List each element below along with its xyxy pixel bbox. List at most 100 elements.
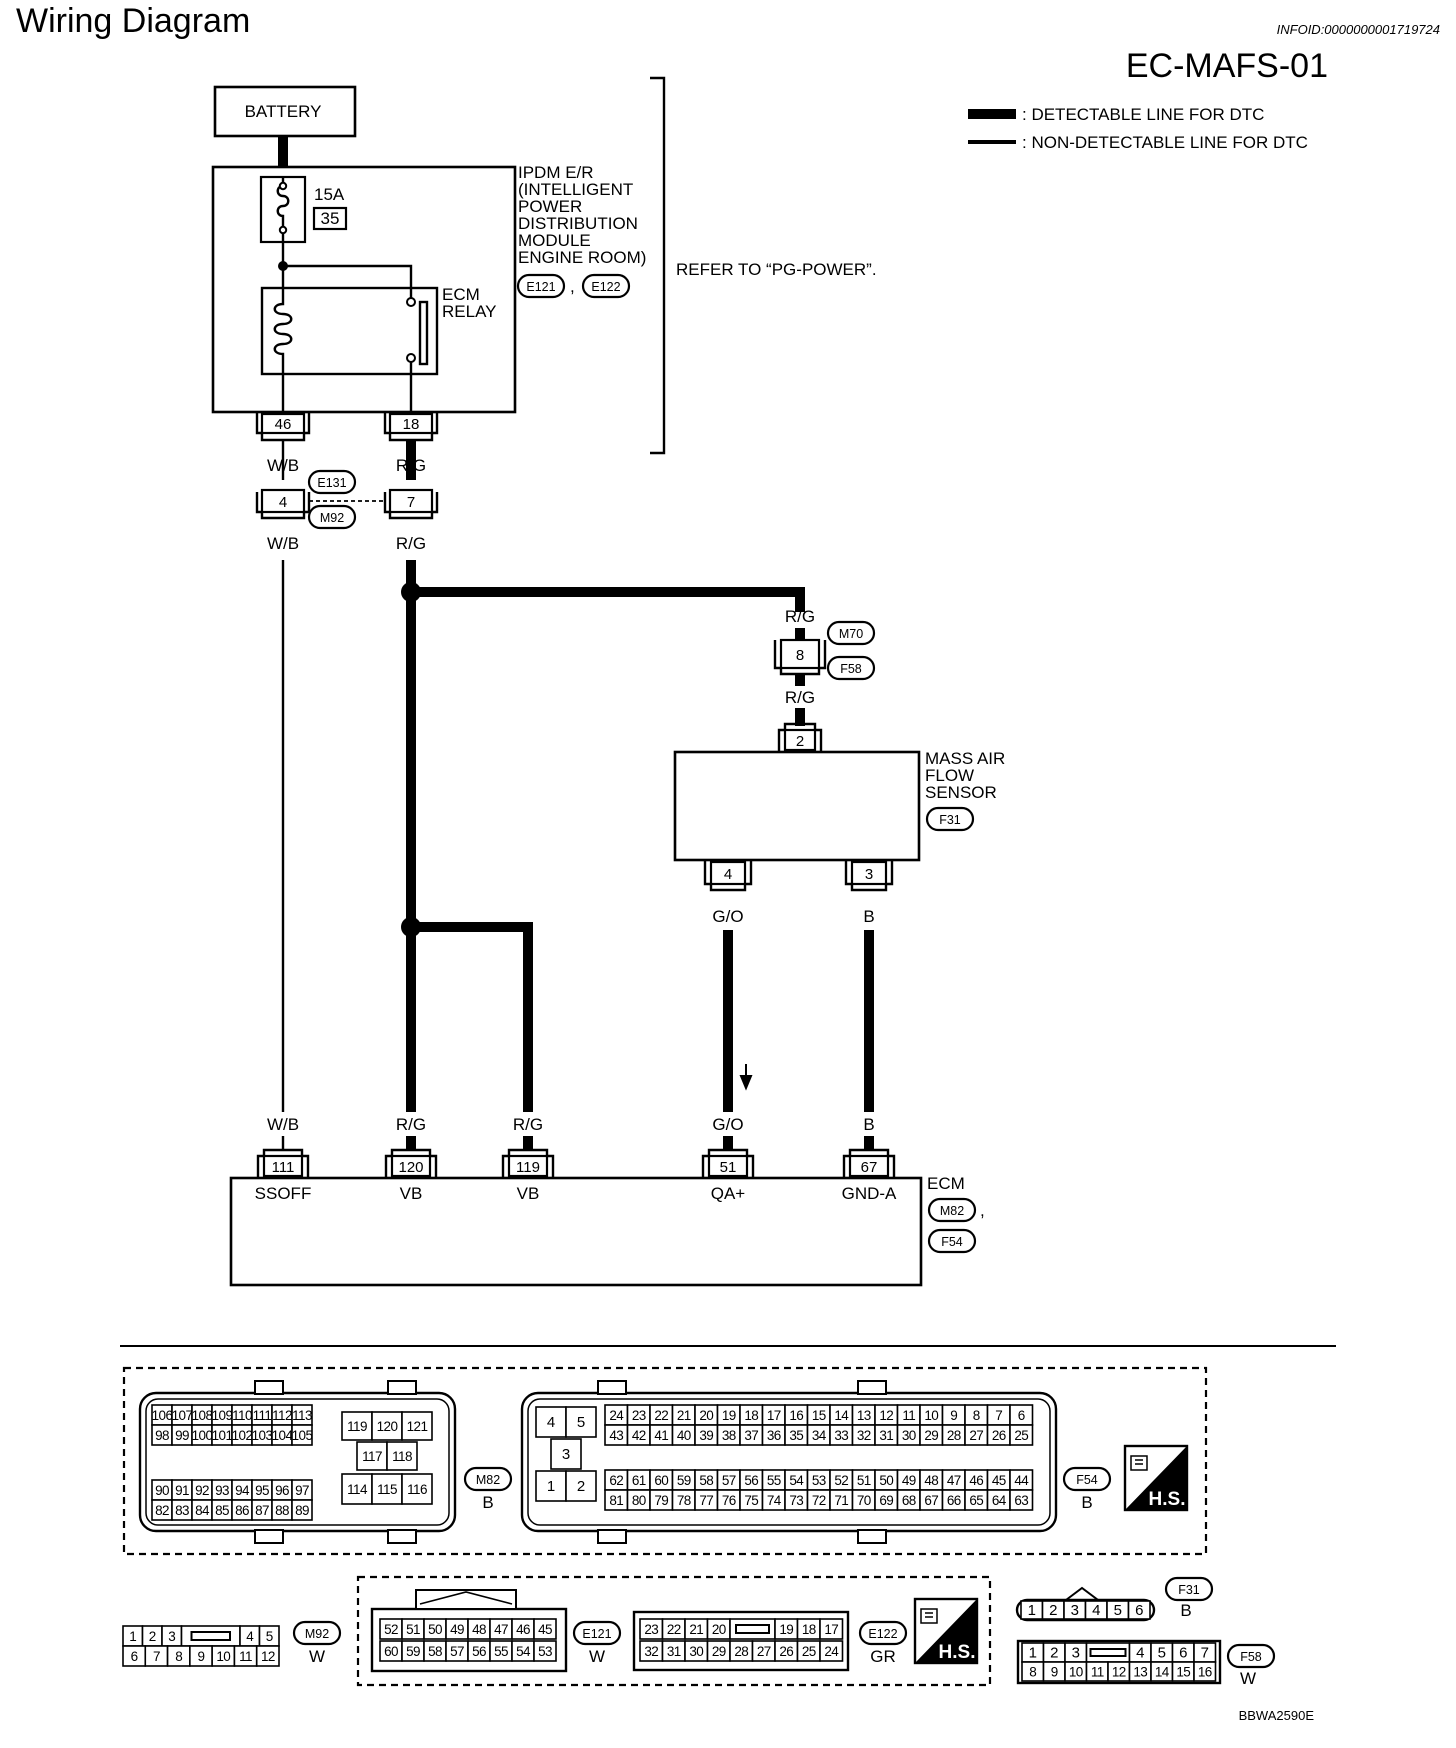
ipdm-label-6: ENGINE ROOM): [518, 248, 646, 267]
pin-cell: 24: [609, 1408, 624, 1423]
pin-cell: 74: [767, 1493, 782, 1508]
pin-cell: 8: [1029, 1665, 1036, 1680]
ecm-pin-111: 111: [256, 1148, 310, 1178]
pin-cell: 77: [699, 1493, 713, 1508]
pin-cell: 94: [235, 1483, 250, 1498]
pin-cell: 121: [407, 1419, 428, 1434]
connector-view-f54-color: B: [1081, 1493, 1092, 1512]
pin-cell: 84: [195, 1503, 210, 1518]
pin-cell: 6: [1018, 1408, 1025, 1423]
fuse-rating: 15A: [314, 185, 345, 204]
pin-cell: 56: [744, 1473, 758, 1488]
pin-cell: 38: [722, 1428, 736, 1443]
maf-label-2: FLOW: [925, 766, 974, 785]
pin-cell: 50: [879, 1473, 893, 1488]
pin-cell: 23: [644, 1622, 658, 1637]
pin-cell: 25: [1014, 1428, 1028, 1443]
pin-cell-box: [291, 1424, 313, 1446]
pin-cell: 67: [924, 1493, 938, 1508]
ecm-conn-m82: M82: [940, 1204, 964, 1218]
maf-conn-f31: F31: [939, 813, 961, 827]
pin-cell: 68: [902, 1493, 916, 1508]
ecm-signal-vb-119: VB: [517, 1184, 540, 1203]
ecm-signal-gnd-a: GND-A: [842, 1184, 897, 1203]
pin-cell: 9: [1051, 1665, 1058, 1680]
connector-view-m82-id: M82: [476, 1473, 500, 1487]
pin-cell: 26: [992, 1428, 1006, 1443]
pin-cell: 4: [1092, 1602, 1100, 1619]
pin-46: 46: [275, 416, 292, 433]
battery-box: [213, 85, 357, 138]
pin-cell: 81: [609, 1493, 623, 1508]
pin-cell: 114: [347, 1482, 368, 1497]
pin-cell: 60: [654, 1473, 668, 1488]
pin-cell: 62: [609, 1473, 623, 1488]
maf-pin-2: 2: [777, 722, 823, 752]
connector-key-slot: [190, 1631, 231, 1641]
pin-cell: 32: [857, 1428, 871, 1443]
pin-cell: 56: [472, 1644, 486, 1659]
pin-cell: 14: [834, 1408, 849, 1423]
relay-coil: [273, 290, 293, 374]
pin-cell: 11: [1091, 1665, 1104, 1680]
wire-label-rg-2: R/G: [396, 534, 426, 553]
pin-cell: 55: [767, 1473, 781, 1488]
pin-cell: 15: [1176, 1665, 1190, 1680]
maf-pin-3: 3: [844, 860, 894, 892]
fuse-number: 35: [321, 209, 340, 228]
pin-cell: 3: [1071, 1602, 1079, 1619]
pin-cell: 30: [902, 1428, 916, 1443]
pin-cell: 86: [235, 1503, 249, 1518]
pin-cell: 14: [1155, 1665, 1170, 1680]
diagram-code: EC-MAFS-01: [1126, 47, 1328, 85]
pin-cell: 72: [812, 1493, 826, 1508]
pin-cell: 65: [969, 1493, 983, 1508]
ecm-signal-qa: QA+: [711, 1184, 746, 1203]
connector-view-m92-id-oval: [292, 1620, 342, 1646]
relay-switch-bar: [418, 300, 429, 366]
pin-cell: 4: [547, 1414, 555, 1431]
pin-cell: 20: [699, 1408, 713, 1423]
pin-cell: 11: [902, 1408, 915, 1423]
pin-cell: 112: [272, 1408, 292, 1423]
pin-cell: 88: [275, 1503, 289, 1518]
connector-view-m92-id: M92: [305, 1627, 329, 1641]
inline-conn-m70-oval: [826, 620, 876, 646]
pin-4-maf: 4: [724, 866, 732, 883]
ecm-signal-vb-120: VB: [400, 1184, 423, 1203]
joint-conn-e131: E131: [317, 476, 346, 490]
pin-cell: 12: [261, 1649, 275, 1664]
pin-cell: 48: [924, 1473, 938, 1488]
pin-cell: 23: [632, 1408, 646, 1423]
fuse-number-box: [312, 206, 348, 231]
pin-cell: 12: [879, 1408, 893, 1423]
ecm-pin-51: 51: [701, 1148, 755, 1178]
pin-cell: 1: [1028, 1602, 1036, 1619]
connector-view-e121-id-oval: [572, 1620, 622, 1646]
pin-cell-box: [1127, 1600, 1151, 1620]
pin-cell-box: [819, 1640, 844, 1662]
pin-cell: 22: [667, 1622, 681, 1637]
ecm-conn-f54: F54: [941, 1235, 963, 1249]
ecm-conn-f54-oval: [927, 1228, 977, 1254]
pin-cell: 102: [232, 1428, 253, 1443]
connector-view-m82-id-oval: [463, 1466, 513, 1492]
pin-cell: 53: [538, 1644, 552, 1659]
connector-view-f58-id-oval: [1226, 1643, 1276, 1669]
pin-cell: 50: [428, 1622, 442, 1637]
pin-cell: 46: [969, 1473, 983, 1488]
joint-conn-e131-oval: [307, 469, 357, 495]
pin-cell: 5: [1158, 1645, 1166, 1662]
wire-label-wb-1: W/B: [267, 456, 299, 475]
relay-label-1: ECM: [442, 285, 480, 304]
connector-key-slot: [735, 1624, 770, 1634]
pin-cell: 9: [198, 1649, 205, 1664]
pin-120: 120: [398, 1159, 423, 1176]
pin-cell: 39: [699, 1428, 713, 1443]
pin-cell: 105: [292, 1428, 313, 1443]
pin-cell: 57: [722, 1473, 736, 1488]
pin-cell: 69: [879, 1493, 893, 1508]
pin-cell: 13: [857, 1408, 871, 1423]
